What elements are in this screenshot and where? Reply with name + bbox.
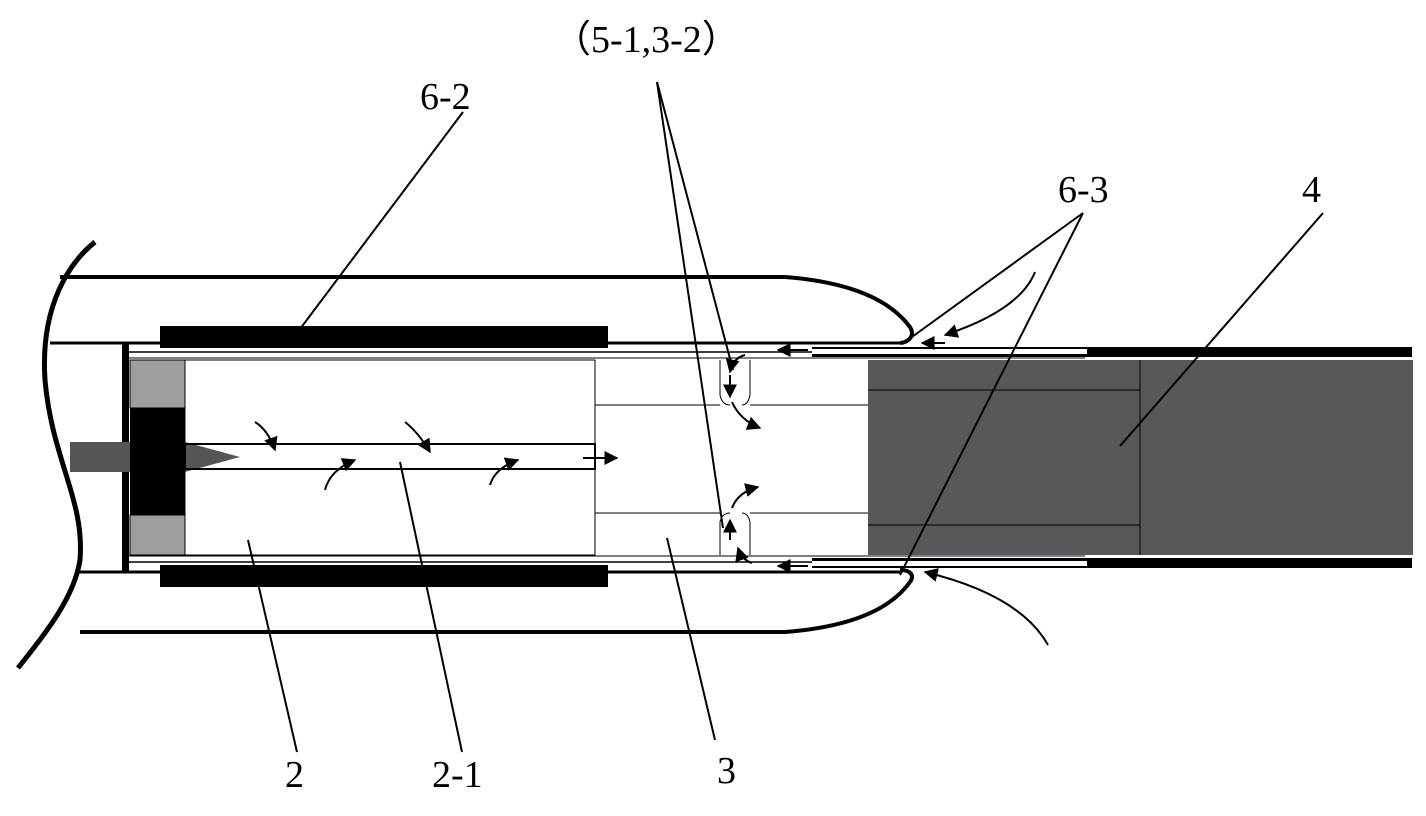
needle-shaft	[70, 442, 130, 472]
right-tube-top-gap	[812, 349, 1087, 354]
right-tube-bottom-gap	[812, 561, 1087, 566]
right-tube-bottom	[812, 558, 1412, 568]
right-tube-top	[812, 347, 1412, 357]
needle-tip	[185, 442, 240, 472]
chamber-2	[184, 359, 596, 556]
grey-block-top	[129, 359, 186, 409]
valve-bottom	[719, 512, 751, 555]
label-part-6-3: 6-3	[1058, 169, 1109, 211]
label-assembly-5-1-3-2: （5-1,3-2）	[553, 19, 740, 61]
black-center-block	[130, 408, 185, 515]
strip-6-2-top	[160, 326, 608, 348]
label-part-3: 3	[717, 750, 736, 792]
leader-lines	[247, 81, 1324, 753]
label-part-2-1: 2-1	[432, 754, 483, 796]
flow-arrows	[254, 271, 1049, 646]
outer-boundary-curve	[16, 240, 97, 670]
grey-block-bottom	[129, 514, 186, 556]
housing-bottom-edge	[80, 568, 914, 634]
inner-tube-2-1	[184, 443, 596, 470]
valve-top	[719, 360, 751, 406]
label-part-4: 4	[1302, 169, 1321, 211]
label-part-2: 2	[285, 754, 304, 796]
label-part-6-2: 6-2	[420, 76, 471, 118]
strip-6-2-bottom	[160, 565, 608, 587]
